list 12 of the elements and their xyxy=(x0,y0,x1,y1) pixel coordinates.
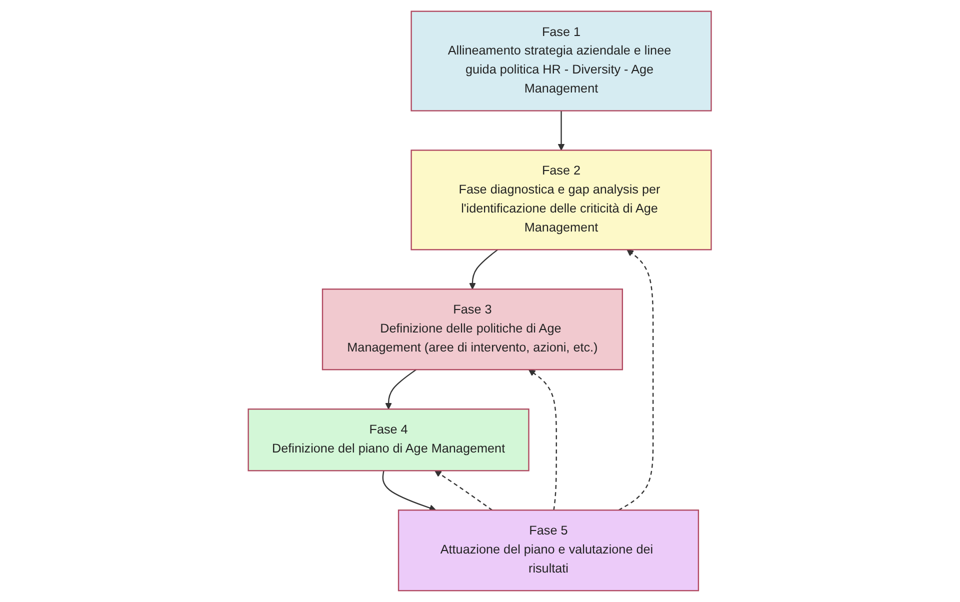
node-box: Fase 1 Allineamento strategia aziendale e linee guida politica HR - Diversity - Age Management xyxy=(410,10,712,112)
arrow xyxy=(618,249,654,511)
node-box: Fase 5 Attuazione del piano e valutazione dei risultati xyxy=(398,510,700,592)
node-box: Fase 2 Fase diagnostica e gap analysis per l'identificazione delle criticità di Age Management xyxy=(410,150,712,250)
arrow xyxy=(469,249,498,290)
arrow xyxy=(528,369,558,510)
arrow xyxy=(434,470,493,511)
arrow xyxy=(558,110,565,151)
node-box: Fase 4 Definizione del piano di Age Management xyxy=(248,408,530,472)
node-box: Fase 3 Definizione delle politiche di Age Management (aree di intervento, azioni, etc.) xyxy=(322,288,624,370)
arrow xyxy=(382,470,436,512)
arrow xyxy=(385,369,417,410)
